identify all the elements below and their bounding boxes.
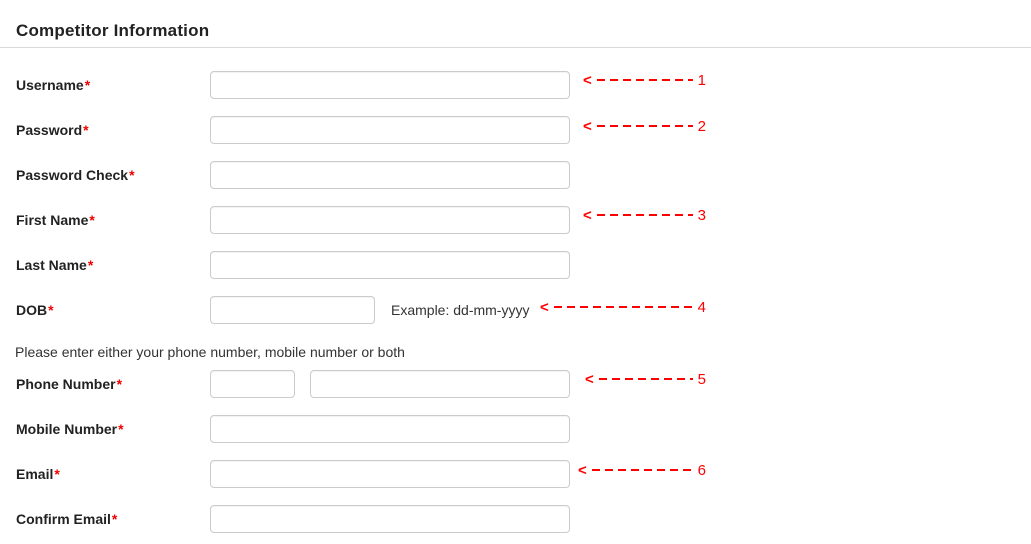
confirm-email-label: Confirm Email* [16,511,118,527]
arrow-dashed-line [596,79,693,81]
arrow-head-icon: < [583,71,592,89]
annotation-number: 3 [697,206,706,224]
phone-area-code-input[interactable] [210,370,295,398]
arrow-head-icon: < [583,206,592,224]
last-name-label: Last Name* [16,257,94,273]
required-asterisk: * [129,167,135,183]
mobile-number-input[interactable] [210,415,570,443]
form-row-first-name: First Name* [0,206,1031,234]
form-row-mobile-number: Mobile Number* [0,415,1031,443]
first-name-label: First Name* [16,212,95,228]
annotation-number: 4 [697,298,706,316]
first-name-input[interactable] [210,206,570,234]
arrow-dashed-line [553,306,693,308]
required-asterisk: * [84,77,91,93]
password-check-label: Password Check* [16,167,135,183]
mobile-number-label: Mobile Number* [16,421,124,437]
form-row-dob: DOB* Example: dd-mm-yyyy [0,296,1031,324]
password-check-input[interactable] [210,161,570,189]
dob-format-hint: Example: dd-mm-yyyy [391,302,530,318]
annotation-arrow-2: < 2 [583,117,706,135]
required-asterisk: * [116,376,123,392]
required-asterisk: * [54,466,60,482]
password-label: Password* [16,122,89,138]
annotation-arrow-3: < 3 [583,206,706,224]
required-asterisk: * [83,122,89,138]
required-asterisk: * [87,257,94,273]
phone-number-label: Phone Number* [16,376,123,392]
arrow-dashed-line [591,469,693,471]
arrow-head-icon: < [578,461,587,479]
form-row-username: Username* [0,71,1031,99]
annotation-number: 5 [697,370,706,388]
confirm-email-input[interactable] [210,505,570,533]
annotation-number: 6 [697,461,706,479]
username-label: Username* [16,77,91,93]
form-row-phone-number: Phone Number* [0,370,1031,398]
required-asterisk: * [118,421,124,437]
arrow-head-icon: < [585,370,594,388]
annotation-number: 2 [697,117,706,135]
annotation-arrow-5: < 5 [585,370,706,388]
password-input[interactable] [210,116,570,144]
last-name-input[interactable] [210,251,570,279]
email-input[interactable] [210,460,570,488]
required-asterisk: * [89,212,95,228]
annotation-arrow-4: < 4 [540,298,706,316]
dob-input[interactable] [210,296,375,324]
form-row-email: Email* [0,460,1031,488]
form-row-password-check: Password Check* [0,161,1031,189]
page-title: Competitor Information [16,21,210,41]
arrow-dashed-line [598,378,693,380]
annotation-arrow-6: < 6 [578,461,706,479]
phone-number-input[interactable] [310,370,570,398]
arrow-head-icon: < [540,298,549,316]
form-row-confirm-email: Confirm Email* [0,505,1031,533]
arrow-dashed-line [596,125,693,127]
dob-label: DOB* [16,302,54,318]
arrow-head-icon: < [583,117,592,135]
required-asterisk: * [111,511,118,527]
header-divider [0,47,1031,48]
form-row-password: Password* [0,116,1031,144]
annotation-number: 1 [697,71,706,89]
form-row-last-name: Last Name* [0,251,1031,279]
email-label: Email* [16,466,60,482]
username-input[interactable] [210,71,570,99]
arrow-dashed-line [596,214,693,216]
phone-instruction-note: Please enter either your phone number, m… [15,344,405,360]
required-asterisk: * [48,302,54,318]
annotation-arrow-1: < 1 [583,71,706,89]
